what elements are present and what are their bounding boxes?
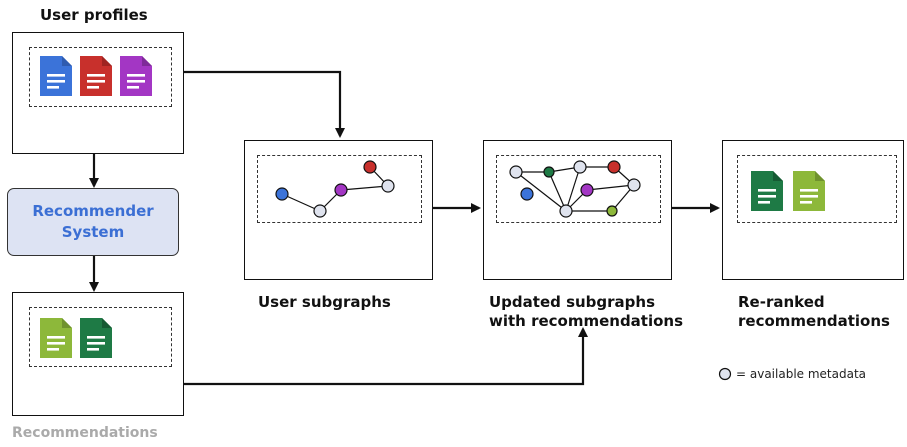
metadata-node-icon xyxy=(627,178,641,192)
graph-node xyxy=(520,187,534,201)
metadata-node-icon xyxy=(313,204,327,218)
document-icon xyxy=(793,171,825,211)
graph-node xyxy=(334,183,348,197)
legend: = available metadata xyxy=(718,367,866,381)
legend-text: = available metadata xyxy=(736,367,867,381)
graph-node xyxy=(606,205,618,217)
document-icon xyxy=(40,318,72,358)
reranked-inner xyxy=(737,155,897,223)
graph-node xyxy=(275,187,289,201)
document-icon xyxy=(40,56,72,96)
recommendations-title: Recommendations xyxy=(12,425,158,441)
graph-node xyxy=(580,183,594,197)
graph-node xyxy=(363,160,377,174)
graph-node xyxy=(543,166,555,178)
metadata-node-icon xyxy=(573,160,587,174)
document-icon xyxy=(80,56,112,96)
user-subgraphs-inner xyxy=(257,155,422,223)
metadata-node-icon xyxy=(509,165,523,179)
graph-node xyxy=(607,160,621,174)
reranked-line1: Re-ranked xyxy=(738,293,825,311)
document-icon xyxy=(80,318,112,358)
document-icon xyxy=(120,56,152,96)
updated-subgraphs-label: Updated subgraphs with recommendations xyxy=(489,293,683,331)
reranked-line2: recommendations xyxy=(738,312,890,330)
user-profiles-title: User profiles xyxy=(40,6,148,24)
recommender-system-box: Recommender System xyxy=(7,188,179,256)
updated-subgraphs-inner xyxy=(496,155,661,223)
metadata-node-icon xyxy=(381,179,395,193)
user-subgraphs-label: User subgraphs xyxy=(258,293,391,311)
recommendations-inner xyxy=(29,307,172,367)
arrow-profiles-to-subgraphs xyxy=(184,70,345,138)
updated-subgraphs-line1: Updated subgraphs xyxy=(489,293,656,311)
document-icon xyxy=(751,171,783,211)
metadata-node-icon xyxy=(718,367,732,381)
metadata-node-icon xyxy=(559,204,573,218)
user-profiles-inner xyxy=(29,47,172,107)
reranked-label: Re-ranked recommendations xyxy=(738,293,890,331)
arrow-recommendations-to-updated xyxy=(184,327,588,386)
updated-subgraphs-line2: with recommendations xyxy=(489,312,684,330)
user-subgraphs-box xyxy=(244,140,433,280)
